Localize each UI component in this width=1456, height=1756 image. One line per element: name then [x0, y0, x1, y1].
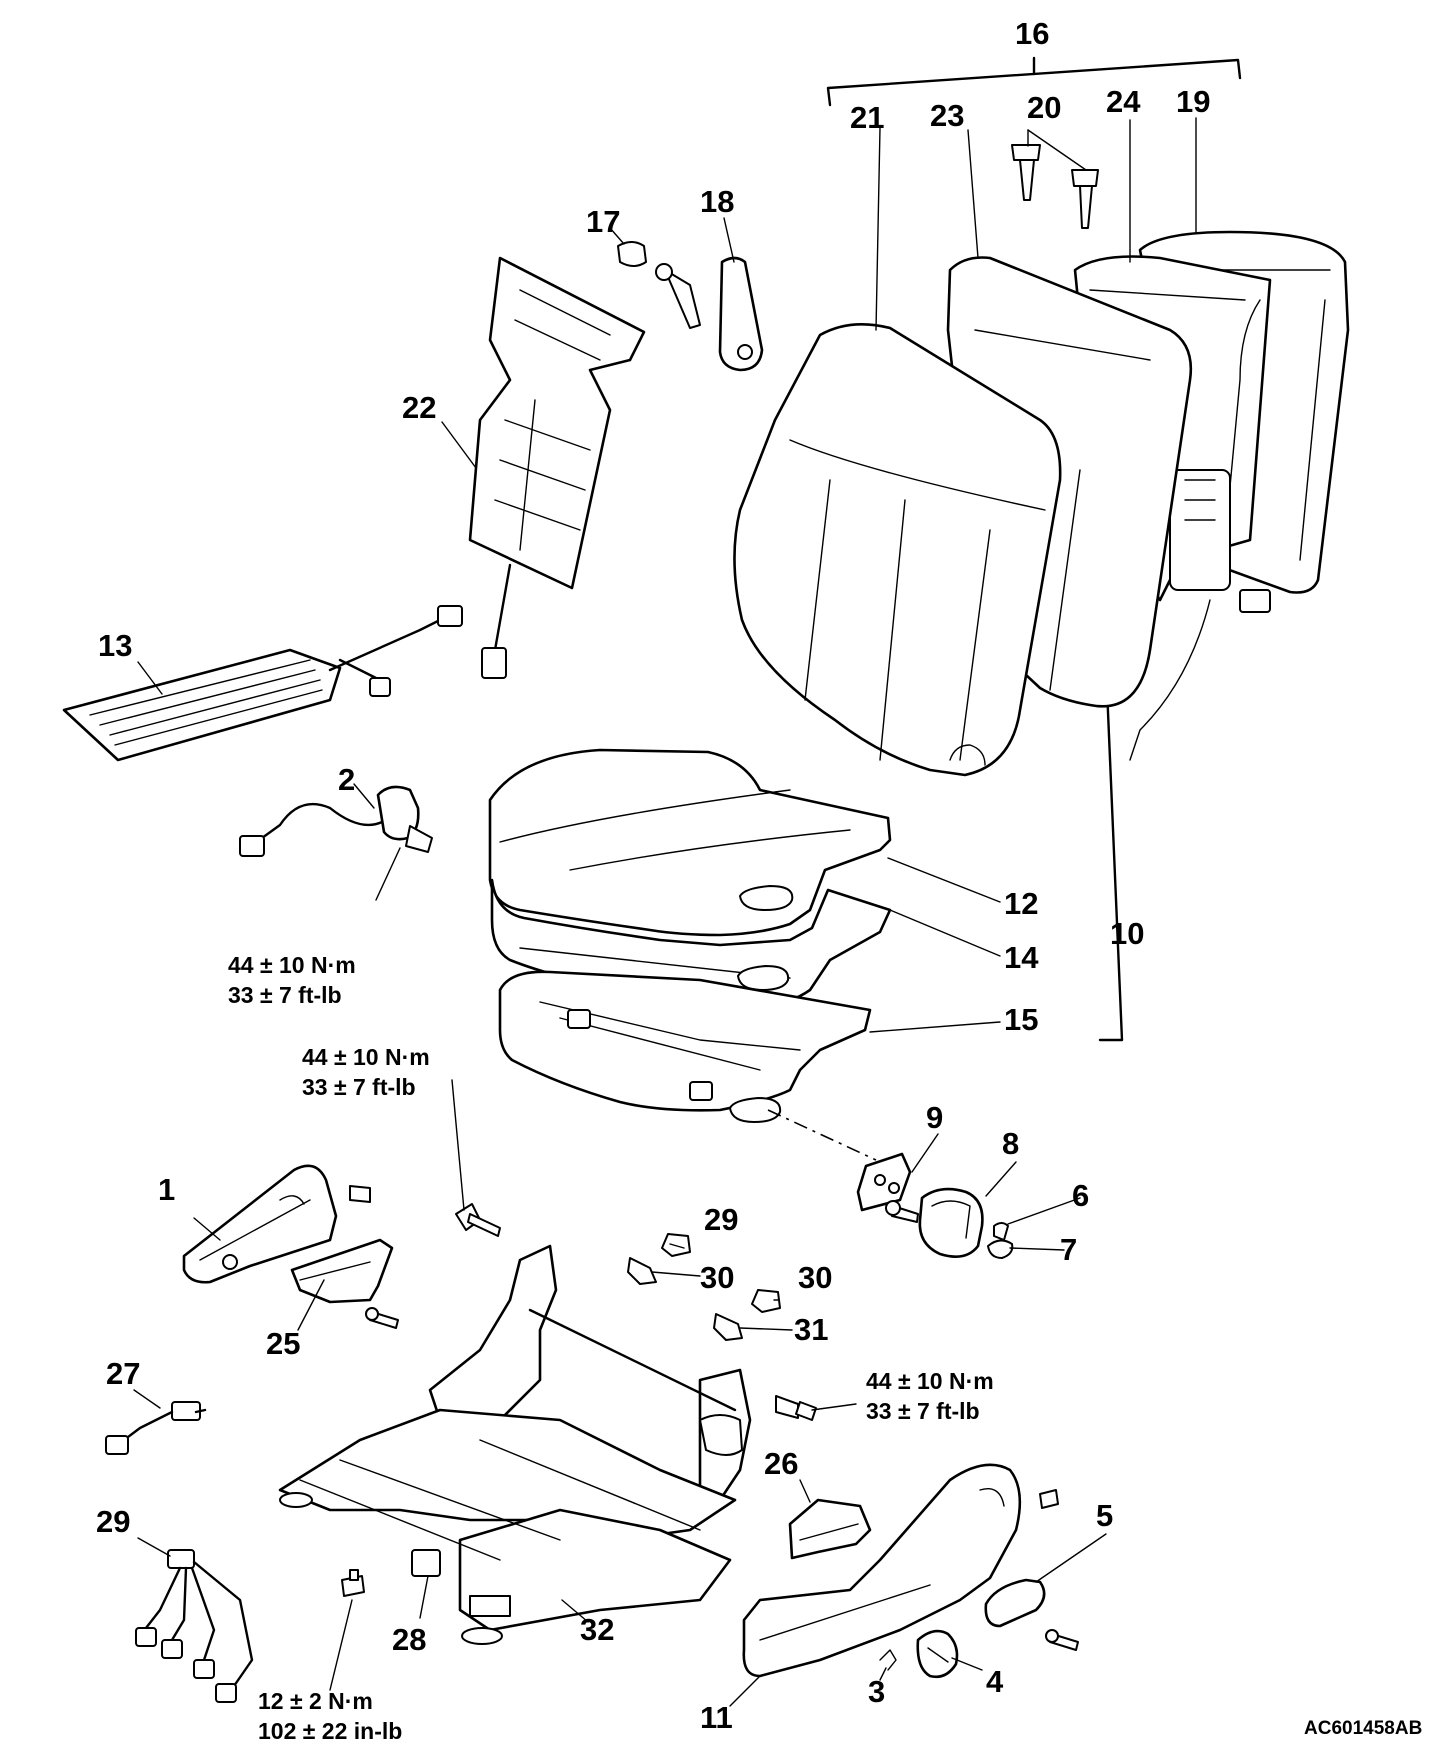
torque-metric: 44 ± 10 N·m	[228, 952, 356, 978]
callout-28: 28	[392, 1622, 427, 1657]
callout-5: 5	[1096, 1498, 1114, 1533]
frame-bolt-upper	[455, 1203, 501, 1237]
callout-8: 8	[1002, 1126, 1020, 1161]
callout-22: 22	[402, 390, 437, 425]
harness-27	[105, 1401, 207, 1455]
screw-5	[1045, 1629, 1079, 1651]
clip-3	[879, 1649, 897, 1671]
bracket-26	[788, 1498, 872, 1560]
callout-32: 32	[580, 1612, 615, 1647]
bushing-17	[617, 241, 647, 267]
callout-31-upper: 30	[700, 1260, 735, 1295]
torque-imperial: 33 ± 7 ft-lb	[302, 1074, 416, 1100]
callout-18: 18	[700, 184, 735, 219]
callout-17: 17	[586, 204, 621, 239]
callout-27: 27	[106, 1356, 141, 1391]
callout-29: 29	[96, 1504, 131, 1539]
cap-7	[987, 1239, 1014, 1259]
callout-6: 6	[1072, 1178, 1090, 1213]
harness-29	[135, 1549, 254, 1703]
torque-spec-buckle: 44 ± 10 N·m 33 ± 7 ft-lb	[228, 950, 356, 1010]
seat-belt-buckle-2	[239, 785, 433, 857]
torque-spec-frame-upper: 44 ± 10 N·m 33 ± 7 ft-lb	[302, 1042, 430, 1102]
callout-12: 12	[1004, 886, 1039, 921]
torque-imperial: 33 ± 7 ft-lb	[228, 982, 342, 1008]
callout-14: 14	[1004, 940, 1039, 975]
trim-8	[918, 1187, 984, 1258]
callout-3: 3	[868, 1674, 886, 1709]
torque-imperial: 102 ± 22 in-lb	[258, 1718, 403, 1744]
bolt-1	[349, 1185, 371, 1203]
side-shield-1	[182, 1164, 338, 1284]
dashed-alignment-line	[767, 1109, 877, 1161]
cushion-heater-13	[62, 605, 463, 762]
bolt-11	[1039, 1489, 1059, 1509]
callout-4: 4	[986, 1664, 1004, 1699]
clip-31a	[627, 1257, 657, 1285]
torque-imperial: 33 ± 7 ft-lb	[866, 1398, 980, 1424]
clip-31b	[713, 1313, 743, 1341]
inner-cover-25	[290, 1238, 394, 1304]
lever-18	[718, 256, 764, 372]
bracket-16	[826, 56, 1242, 107]
frame-bolt-right	[775, 1395, 817, 1421]
callout-31-lower: 31	[794, 1312, 829, 1347]
cushion-frame-15	[498, 970, 872, 1123]
callout-10: 10	[1110, 916, 1145, 951]
callout-9: 9	[926, 1100, 944, 1135]
torque-metric: 12 ± 2 N·m	[258, 1688, 373, 1714]
torque-metric: 44 ± 10 N·m	[302, 1044, 430, 1070]
torque-spec-frame-right: 44 ± 10 N·m 33 ± 7 ft-lb	[866, 1366, 994, 1426]
screw-25	[365, 1307, 399, 1329]
cushion-cover-12	[488, 748, 892, 937]
screw-17	[655, 263, 701, 329]
torque-spec-lower-bolt: 12 ± 2 N·m 102 ± 22 in-lb	[258, 1686, 402, 1746]
seatback-heater-22	[468, 256, 646, 679]
callout-30-lower: 30	[798, 1260, 833, 1295]
callout-19: 19	[1176, 84, 1211, 119]
callout-11: 11	[700, 1700, 733, 1735]
callout-25: 25	[266, 1326, 301, 1361]
lever-5	[984, 1578, 1046, 1628]
callout-13: 13	[98, 628, 133, 663]
callout-24: 24	[1106, 84, 1141, 119]
connector-28	[411, 1549, 441, 1577]
callout-15: 15	[1004, 1002, 1039, 1037]
callout-21: 21	[850, 100, 885, 135]
callout-1: 1	[158, 1172, 176, 1207]
knob-4	[916, 1629, 959, 1679]
outer-side-shield-11	[742, 1463, 1022, 1678]
callout-26: 26	[764, 1446, 799, 1481]
callout-23: 23	[930, 98, 965, 133]
headrest-guides-20	[1011, 144, 1099, 229]
callout-20: 20	[1027, 90, 1062, 125]
bracket-9	[856, 1152, 912, 1212]
bolt-lower	[341, 1569, 365, 1597]
cap-6	[993, 1222, 1009, 1241]
callout-7: 7	[1060, 1232, 1078, 1267]
seatback-cover-21	[733, 323, 1062, 777]
torque-metric: 44 ± 10 N·m	[866, 1368, 994, 1394]
screw-9	[885, 1200, 919, 1223]
callout-2: 2	[338, 762, 356, 797]
leader-lines	[133, 117, 1197, 1707]
nut-30b	[751, 1289, 781, 1313]
figure-id: AC601458AB	[1304, 1718, 1423, 1739]
seat-adjuster-frame-32	[278, 1244, 752, 1645]
callout-16: 16	[1015, 16, 1050, 51]
callout-30-upper: 29	[704, 1202, 739, 1237]
